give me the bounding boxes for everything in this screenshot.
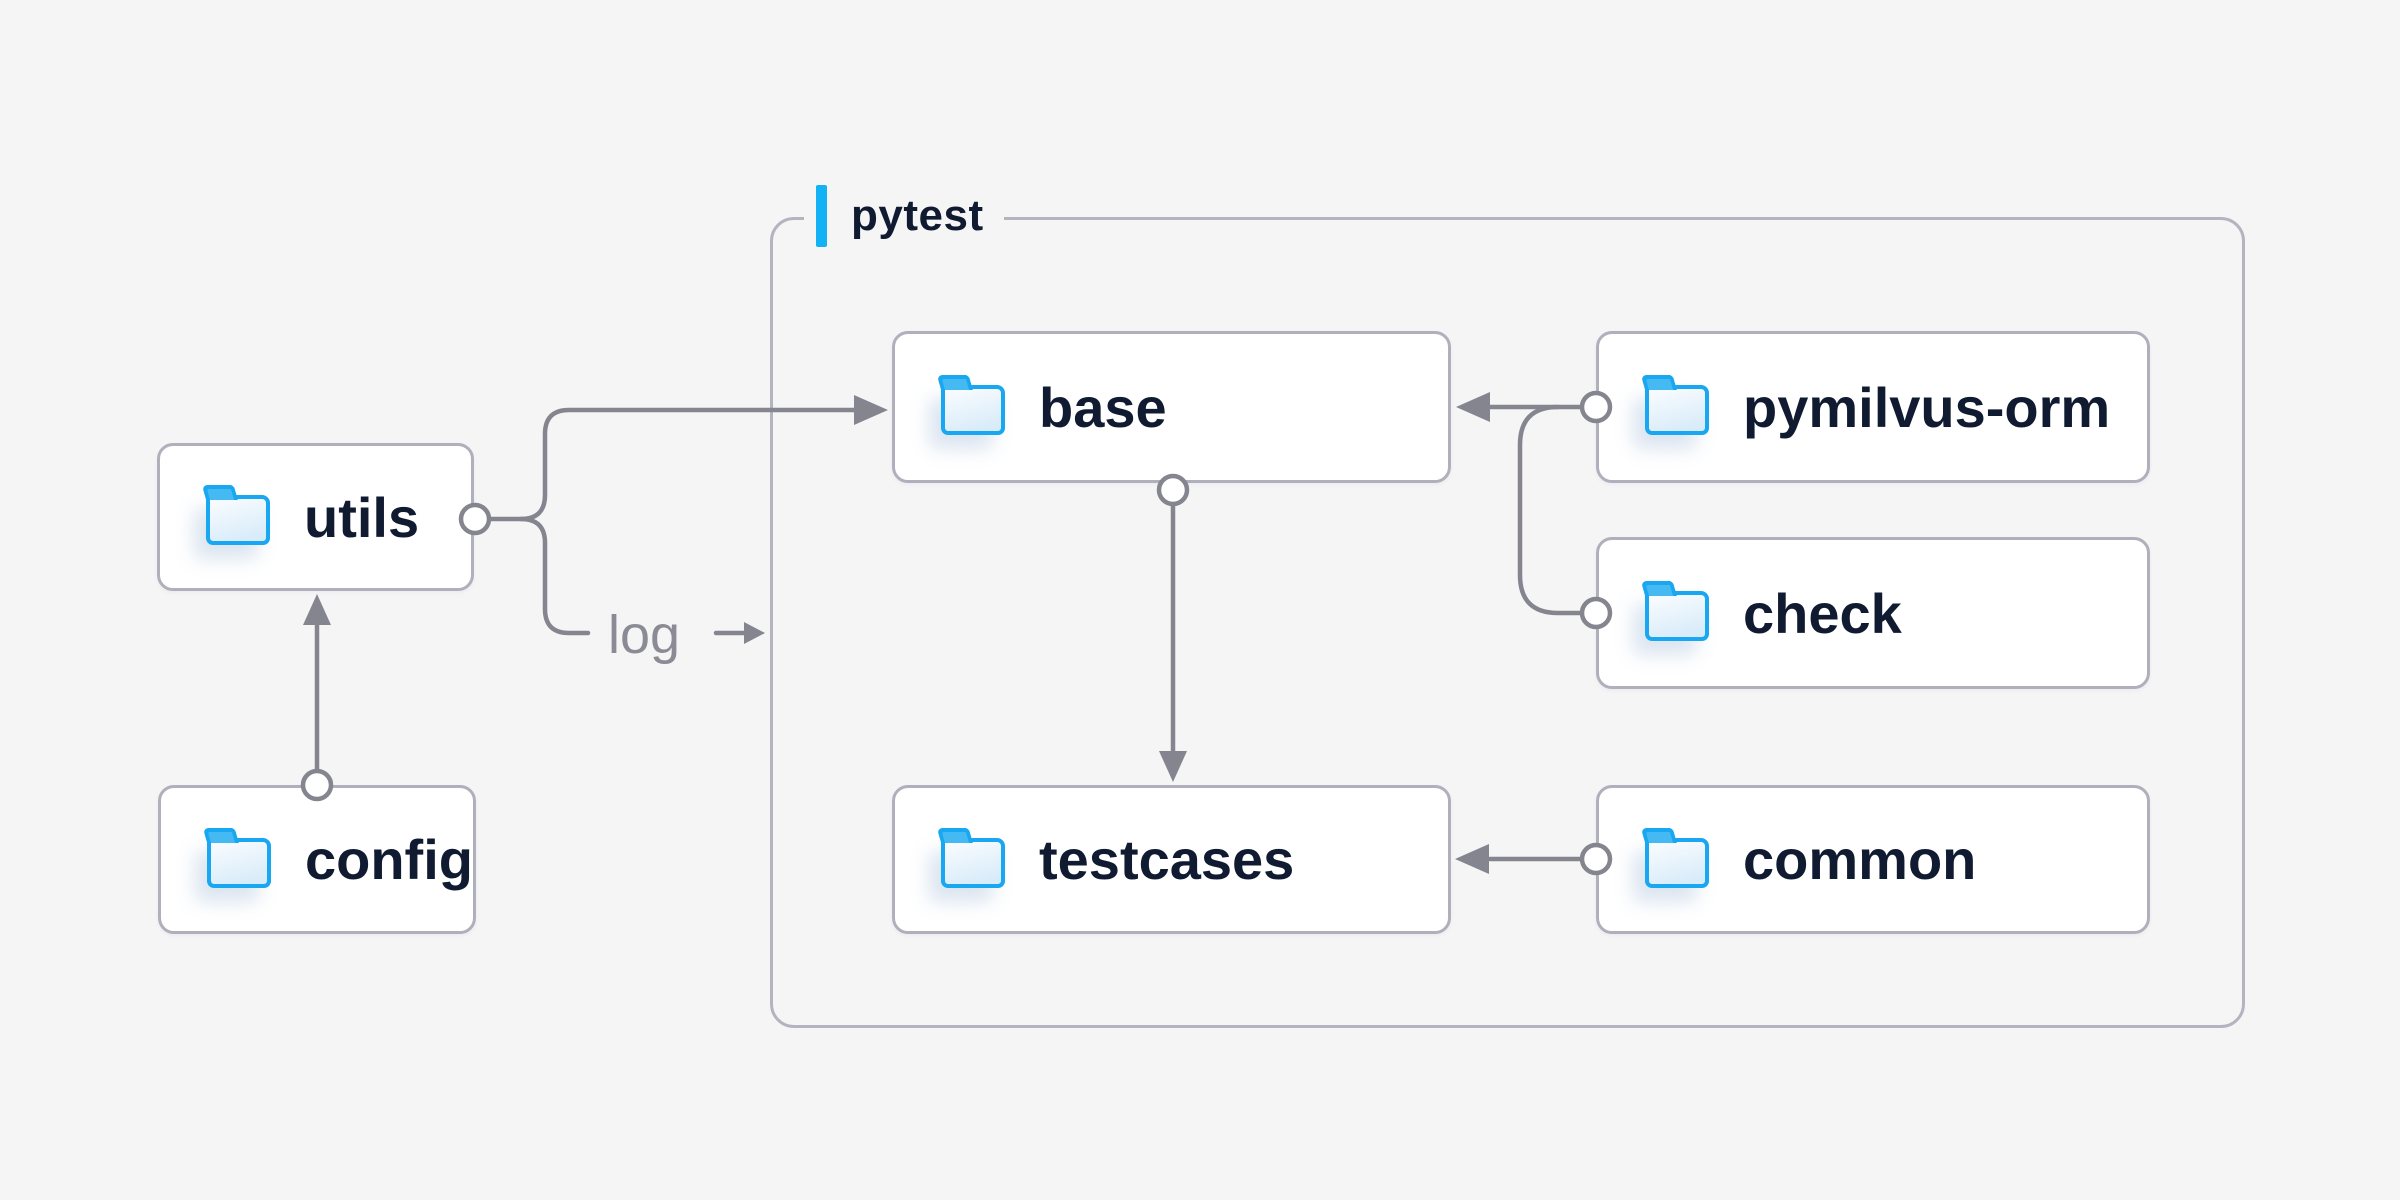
- folder-icon: [206, 495, 270, 545]
- edge-utils-log: [518, 516, 591, 636]
- node-pymilvus-orm-label: pymilvus-orm: [1743, 375, 2111, 439]
- node-base-label: base: [1039, 375, 1167, 439]
- node-utils-label: utils: [304, 485, 420, 549]
- node-common-label: common: [1743, 828, 1977, 891]
- arrowhead-config-utils: [303, 594, 331, 625]
- blue-bar-icon: [816, 185, 827, 247]
- node-check: check: [1596, 537, 2150, 689]
- folder-icon: [1645, 591, 1709, 641]
- folder-icon: [941, 837, 1005, 888]
- node-testcases: testcases: [892, 785, 1451, 934]
- node-check-label: check: [1743, 581, 1902, 645]
- edge-label-log: log: [608, 605, 681, 665]
- arrowhead-log: [744, 622, 765, 644]
- node-config: config: [158, 785, 476, 934]
- node-config-label: config: [305, 828, 473, 891]
- folder-icon: [1645, 385, 1709, 435]
- node-utils: utils: [157, 443, 474, 591]
- folder-icon: [941, 385, 1005, 435]
- folder-icon: [207, 837, 271, 888]
- folder-icon: [1645, 837, 1709, 888]
- node-pymilvus-orm: pymilvus-orm: [1596, 331, 2150, 483]
- pytest-group-label: pytest: [804, 183, 1004, 249]
- node-base: base: [892, 331, 1451, 483]
- node-common: common: [1596, 785, 2150, 934]
- node-testcases-label: testcases: [1039, 828, 1295, 891]
- pytest-group-title: pytest: [851, 191, 984, 240]
- pytest-group-outline: [770, 217, 2245, 1028]
